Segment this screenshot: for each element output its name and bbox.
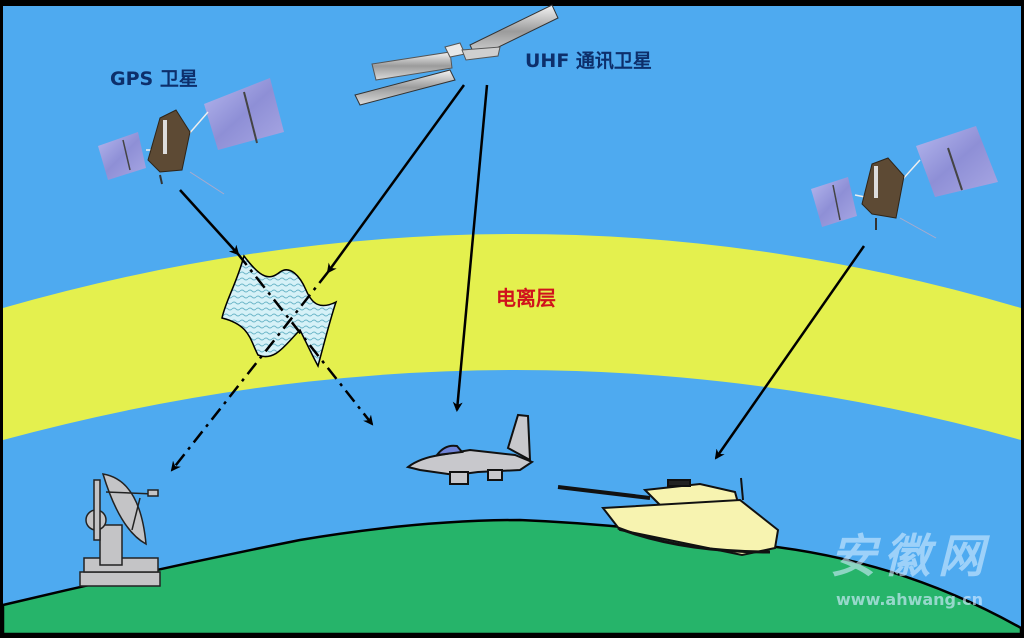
gps-satellite-right-icon [811,126,998,239]
gps-satellite-left-icon [98,78,284,195]
watermark-logo: 安徽网 [830,529,992,583]
ground-antenna-icon [79,473,161,587]
gps-satellite-label: GPS 卫星 [110,68,198,90]
signal-paths [170,84,866,472]
ionosphere-label: 电离层 [496,286,556,310]
fighter-aircraft-icon [405,413,535,485]
uhf-satellite-label: UHF 通讯卫星 [525,50,652,72]
watermark-url: www.ahwang.cn [836,590,983,609]
scintillation-patch [221,254,338,369]
uhf-satellite-icon [354,4,559,106]
tank-icon [557,477,780,557]
